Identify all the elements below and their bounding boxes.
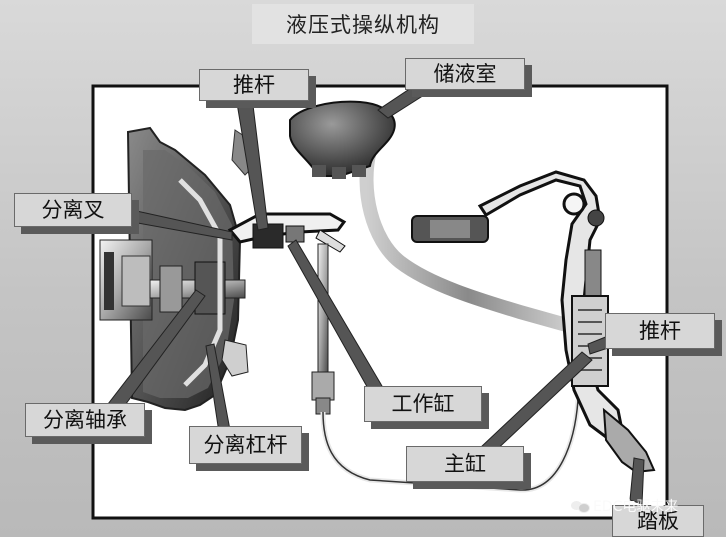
leader-arrows [107, 81, 645, 505]
watermark: EDC电驱未来 [571, 495, 719, 517]
arrow-pedal [629, 457, 645, 505]
label-reservoir: 储液室 [405, 58, 525, 90]
label-push-rod-top: 推杆 [199, 69, 309, 101]
reservoir-hose [359, 143, 577, 333]
label-release-fork: 分离叉 [14, 193, 132, 227]
label-release-bearing: 分离轴承 [25, 403, 145, 437]
wechat-icon [571, 499, 590, 513]
label-master-cylinder: 主缸 [406, 446, 524, 482]
watermark-text: EDC电驱未来 [593, 499, 679, 515]
reservoir [289, 100, 396, 179]
label-push-rod-right: 推杆 [605, 313, 715, 349]
clutch-assembly [99, 126, 259, 412]
page-title: 液压式操纵机构 [252, 4, 474, 44]
label-release-lever: 分离杠杆 [189, 426, 302, 464]
label-slave-cylinder: 工作缸 [364, 386, 482, 422]
arrow-release-fork [131, 209, 233, 241]
